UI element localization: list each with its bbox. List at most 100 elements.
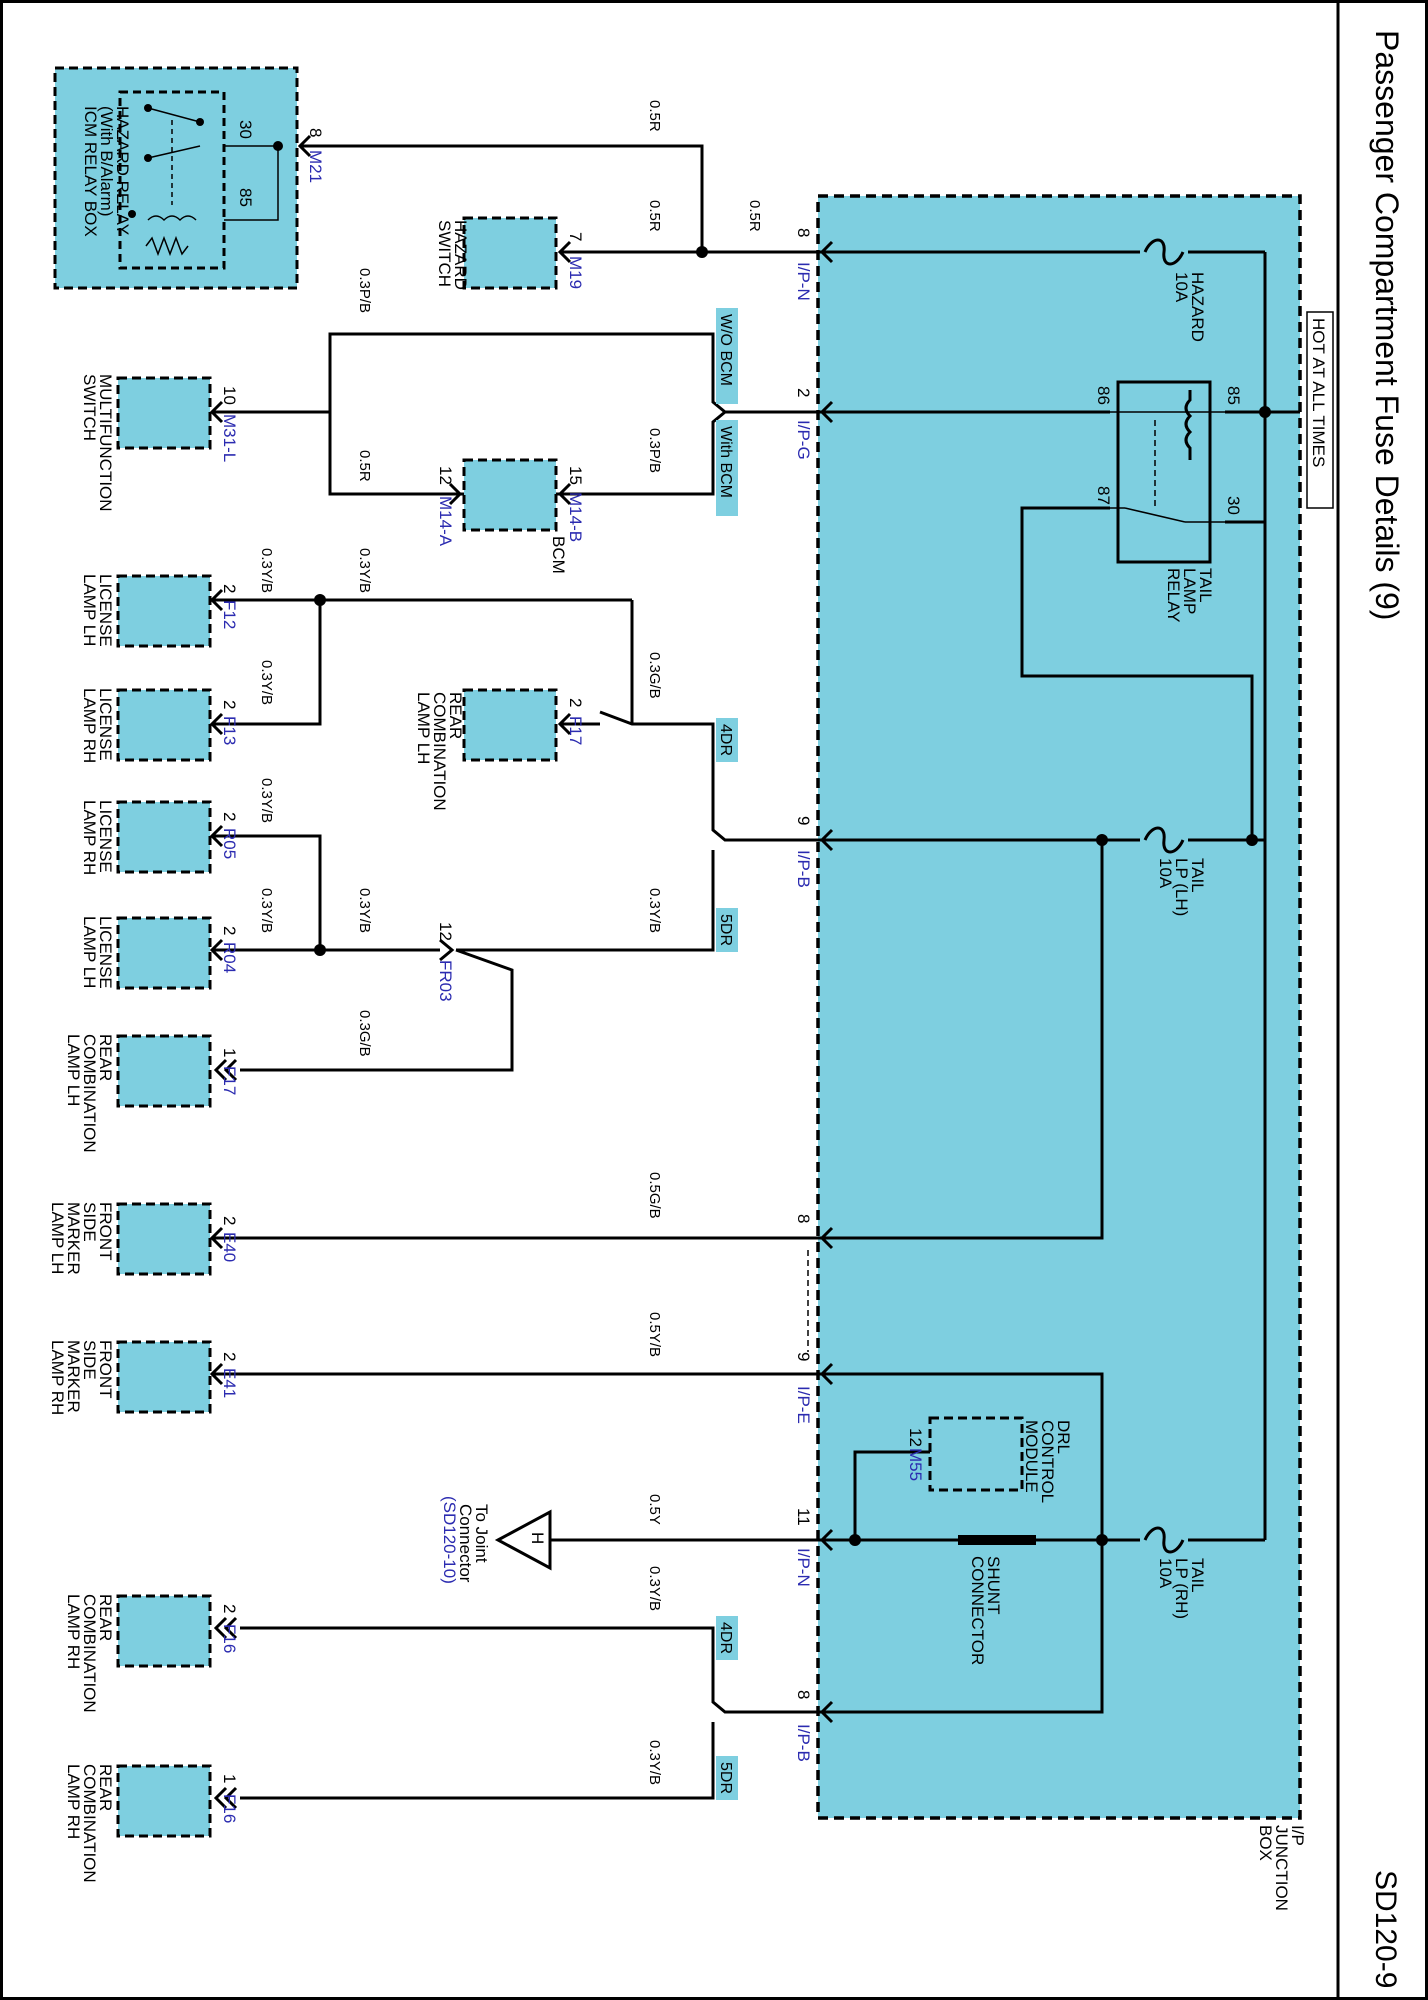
wire-w2: 0.5R: [646, 200, 663, 232]
icm-dot-4: [128, 210, 136, 218]
f16a-label-1: REAR: [96, 1594, 115, 1641]
f13-chevron: [209, 712, 224, 736]
wire-w15: 0.3G/B: [356, 1010, 373, 1057]
r04-pin: 2: [220, 926, 239, 935]
jb-pin-2-ipg: 2: [794, 388, 813, 397]
hazard-relay: [118, 90, 226, 270]
bcm-option-split: [328, 332, 822, 496]
rear-combination-lamp-f16b: [116, 1764, 212, 1838]
ip-junction-box: [816, 194, 1302, 1820]
relay-label-3: RELAY: [1164, 568, 1183, 623]
r04-label-2: LAMP LH: [80, 916, 99, 988]
f16b-label-3: LAMP RH: [64, 1764, 83, 1839]
joint-label-3: (SD120-10): [440, 1496, 459, 1584]
joint-letter: H: [528, 1532, 547, 1544]
dr-split-lower2: [240, 1626, 822, 1800]
f13-connector: F13: [220, 716, 239, 745]
dr5-tag-upper: [716, 908, 738, 952]
fr03-wire: [240, 948, 600, 1072]
license-lower-bus: [212, 834, 322, 952]
tail-lh-label-3: 10A: [1156, 858, 1175, 889]
page-ref: SD120-9: [1369, 1870, 1402, 1988]
e40-connector: E40: [220, 1232, 239, 1262]
f16b-chevron: [213, 1786, 238, 1810]
wo-bcm-tag: [716, 308, 738, 404]
wire-w3: 0.5R: [746, 200, 763, 232]
r04-label-1: LICENSE: [96, 916, 115, 989]
wire-w7: 0.3Y/B: [258, 548, 275, 593]
hazard-fuse-label-1: HAZARD: [1188, 272, 1207, 342]
jb-conn-ipn-1: I/P-N: [794, 262, 813, 301]
wire-w5: 0.5R: [356, 450, 373, 482]
with-bcm-tag: [716, 420, 738, 516]
jb-pin-8-ipn: 8: [794, 228, 813, 237]
wire-w6: 0.3P/B: [646, 428, 663, 473]
r04-chevron: [209, 938, 224, 962]
e41-label-4: LAMP RH: [48, 1340, 67, 1415]
front-side-marker-e40: [116, 1202, 212, 1276]
license-lamp-r04: [116, 916, 212, 990]
jb-pin-9-ipb: 9: [794, 816, 813, 825]
e41-label-1: FRONT: [96, 1340, 115, 1399]
f17b-connector: F17: [220, 1066, 239, 1095]
icm-dot-3: [144, 154, 152, 162]
wire-w13: 0.3Y/B: [356, 888, 373, 933]
relay-switch: [1124, 507, 1186, 523]
shunt-label-1: SHUNT: [984, 1556, 1003, 1615]
dr4-tag-upper: [716, 718, 738, 762]
icm-pin30-wire: [224, 145, 279, 221]
license-lamp-f13: [116, 688, 212, 762]
multifunction-label-1: MULTIFUNCTION: [96, 374, 115, 512]
relay-pin-86: 86: [1094, 386, 1113, 405]
relay-label-1: TAIL: [1196, 568, 1215, 603]
bcm-label: BCM: [549, 536, 568, 574]
hot-label: HOT AT ALL TIMES: [1309, 318, 1328, 467]
wire-w11: 0.3Y/B: [258, 778, 275, 823]
jb-pin-8: 8: [794, 1214, 813, 1223]
f16a-pin: 2: [220, 1604, 239, 1613]
e41-connector: E41: [220, 1368, 239, 1398]
tail-rh-to-ipb8: [822, 1540, 1104, 1714]
jb-conn-ipb-2: I/P-B: [794, 1724, 813, 1762]
e41-label-3: MARKER: [64, 1340, 83, 1413]
with-bcm-label: With BCM: [717, 426, 734, 498]
f12-pin: 2: [220, 584, 239, 593]
hazard-fuse-label-2: 10A: [1172, 272, 1191, 303]
wire-w4: 0.3P/B: [356, 268, 373, 313]
junction-dot-license-lower: [314, 944, 326, 956]
shunt-connector: [958, 1535, 1036, 1545]
hazard-relay-switch-a: [147, 107, 201, 123]
hazard-switch: [462, 216, 558, 290]
rear-combination-lamp-f16a: [116, 1594, 212, 1668]
f13-label-2: LAMP RH: [80, 688, 99, 763]
bcm-chevron-a: [448, 482, 463, 506]
relay-label-2: LAMP: [1180, 568, 1199, 614]
e40-label-2: SIDE: [80, 1202, 99, 1242]
jb-conn-ipe: I/P-E: [794, 1386, 813, 1424]
f13-pin: 2: [220, 700, 239, 709]
multifunction-label-2: SWITCH: [80, 374, 99, 441]
e40-pin: 2: [220, 1216, 239, 1225]
multifunction-pin: 10: [220, 386, 239, 405]
f16a-label-2: COMBINATION: [80, 1594, 99, 1713]
r05-chevron: [209, 824, 224, 848]
e40-label-1: FRONT: [96, 1202, 115, 1261]
jb-conn-ipn-2: I/P-N: [794, 1548, 813, 1587]
bcm-connector-b: M14-B: [566, 492, 585, 542]
joint-connector-h: [494, 1509, 552, 1571]
f16a-connector: F16: [220, 1624, 239, 1653]
icm-pin-85: 85: [236, 188, 255, 207]
f17a-connector: F17: [566, 716, 585, 745]
tail-rh-label-2: LP (RH): [1172, 1558, 1191, 1619]
drl-pin: 12: [906, 1428, 925, 1447]
license-lamp-r05: [116, 800, 212, 874]
f16b-label-2: COMBINATION: [80, 1764, 99, 1883]
e41-chevron: [209, 1362, 224, 1386]
icm-pin-30: 30: [236, 120, 255, 139]
wo-bcm-label: W/O BCM: [717, 314, 734, 386]
dr5-tag-lower: [716, 1756, 738, 1800]
f12-connector: F12: [220, 600, 239, 629]
page-title: Passenger Compartment Fuse Details (9): [1369, 30, 1405, 620]
